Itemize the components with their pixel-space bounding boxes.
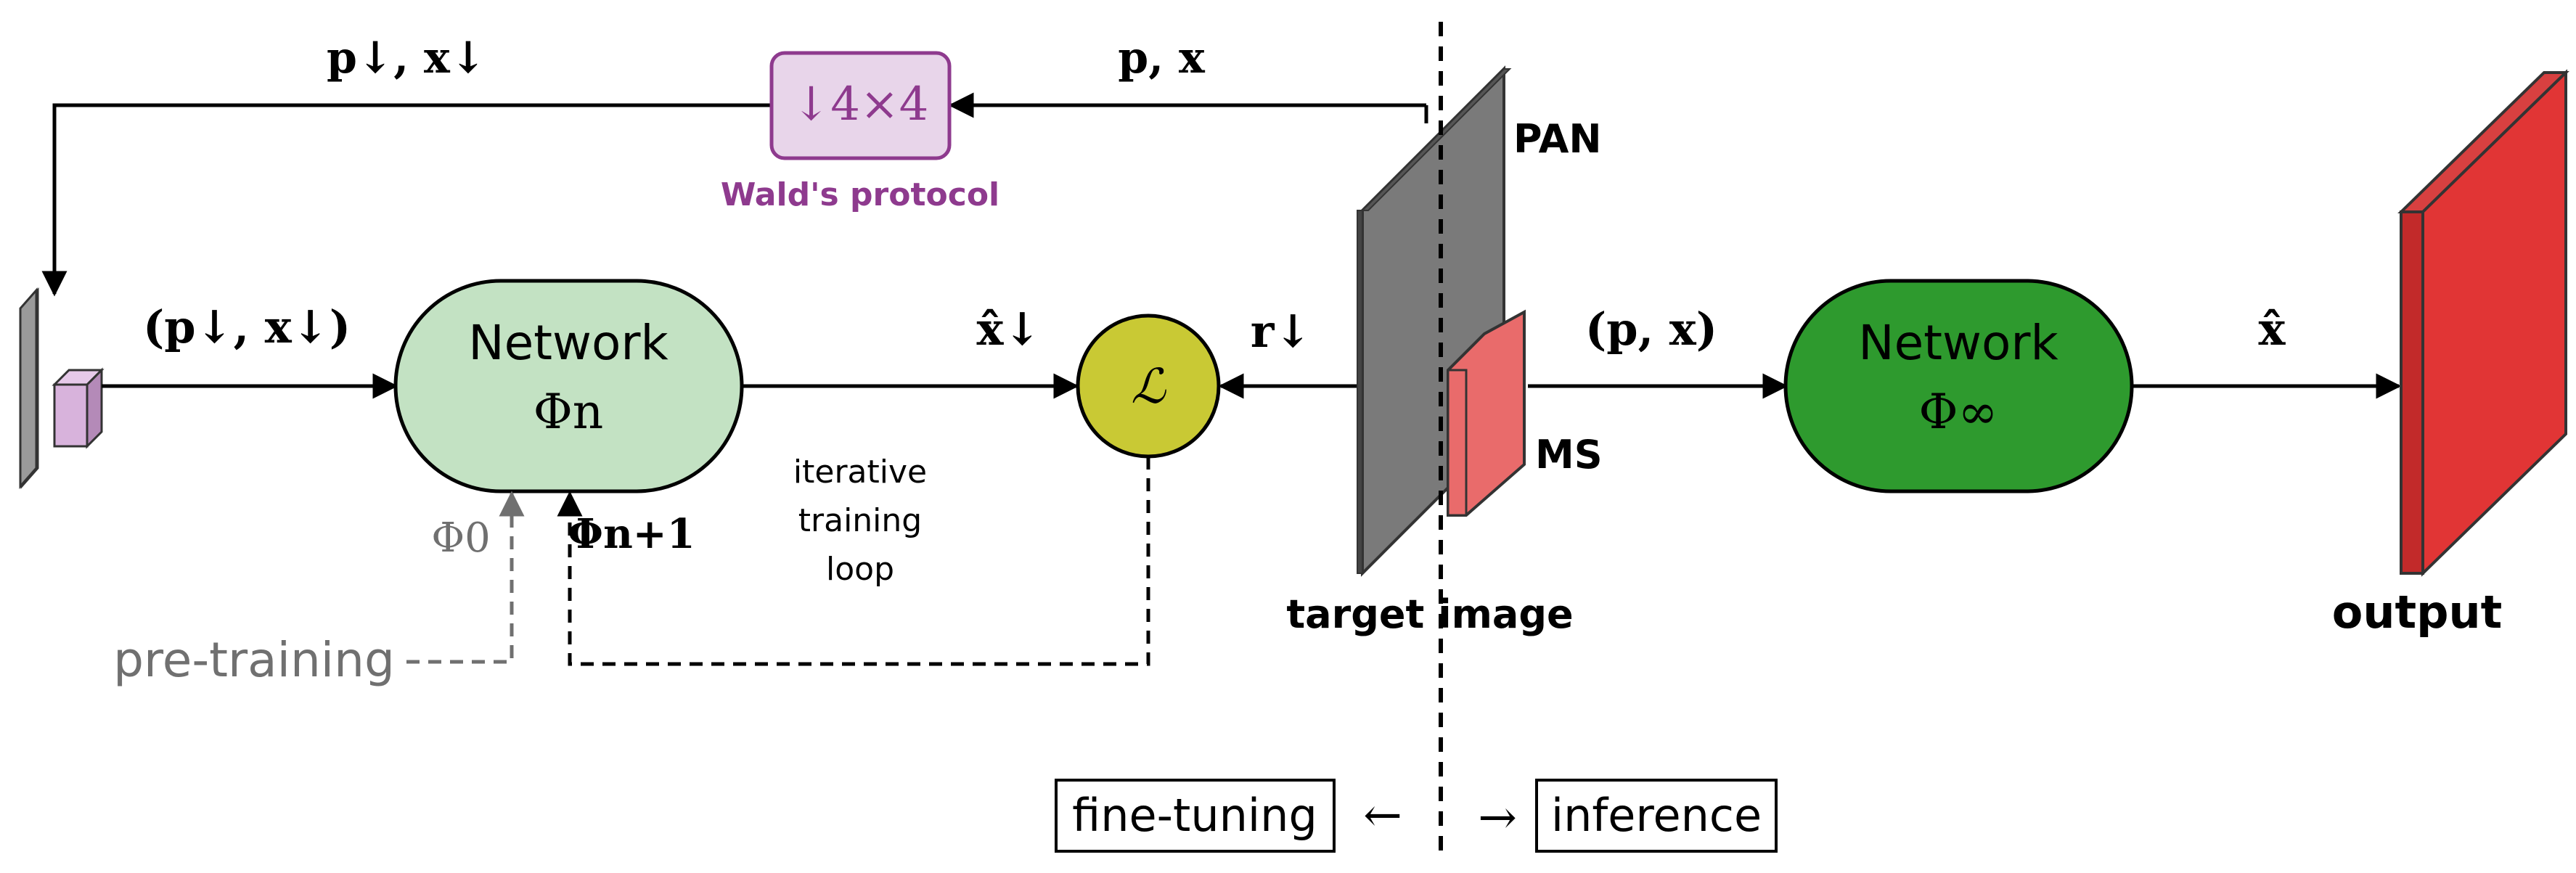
top-right-label: p, x <box>1118 33 1206 83</box>
loop-caption-line3: loop <box>826 551 894 588</box>
inference-output-label: x̂ <box>2259 303 2286 356</box>
output-caption: output <box>2332 586 2503 639</box>
walds-protocol-caption: Wald's protocol <box>721 176 999 213</box>
loss-symbol: ℒ <box>1131 358 1166 414</box>
downsampled-input-stack <box>19 287 105 489</box>
output-low-label: x̂↓ <box>977 303 1042 356</box>
update-symbol: Φn+1 <box>568 510 695 558</box>
fine-tuning-label: fine-tuning <box>1072 789 1317 842</box>
top-left-label: p↓, x↓ <box>327 33 486 83</box>
target-image-caption: target image <box>1286 591 1573 637</box>
input-low-label: (p↓, x↓) <box>143 300 351 353</box>
ms-label: MS <box>1535 432 1603 478</box>
fine-tuning-arrow: ← <box>1363 789 1402 843</box>
loop-caption-line1: iterative <box>793 454 927 491</box>
downsample-box <box>769 51 952 160</box>
pretraining-label: pre-training <box>113 632 395 688</box>
output-image <box>2397 69 2569 577</box>
network-n-title: Network <box>468 315 668 371</box>
fine-tuning-box <box>1055 779 1336 853</box>
training-loop-path <box>557 456 1150 666</box>
pretraining-symbol: Φ0 <box>431 515 491 562</box>
pan-label: PAN <box>1513 116 1602 162</box>
network-inf-title: Network <box>1858 315 2058 371</box>
network-n-symbol: Φn <box>533 384 604 440</box>
loop-caption-line2: training <box>798 502 922 539</box>
inference-input-label: (p, x) <box>1585 303 1717 356</box>
target-image-stack <box>1357 65 1526 577</box>
inference-arrow: → <box>1478 791 1517 845</box>
inference-label: inference <box>1551 789 1762 842</box>
inference-box <box>1535 779 1778 853</box>
downsample-label: ↓4×4 <box>792 78 929 131</box>
network-inf-symbol: Φ∞ <box>1918 384 1998 440</box>
top-left-feedback-path <box>41 103 772 297</box>
residual-label: r↓ <box>1251 305 1312 358</box>
